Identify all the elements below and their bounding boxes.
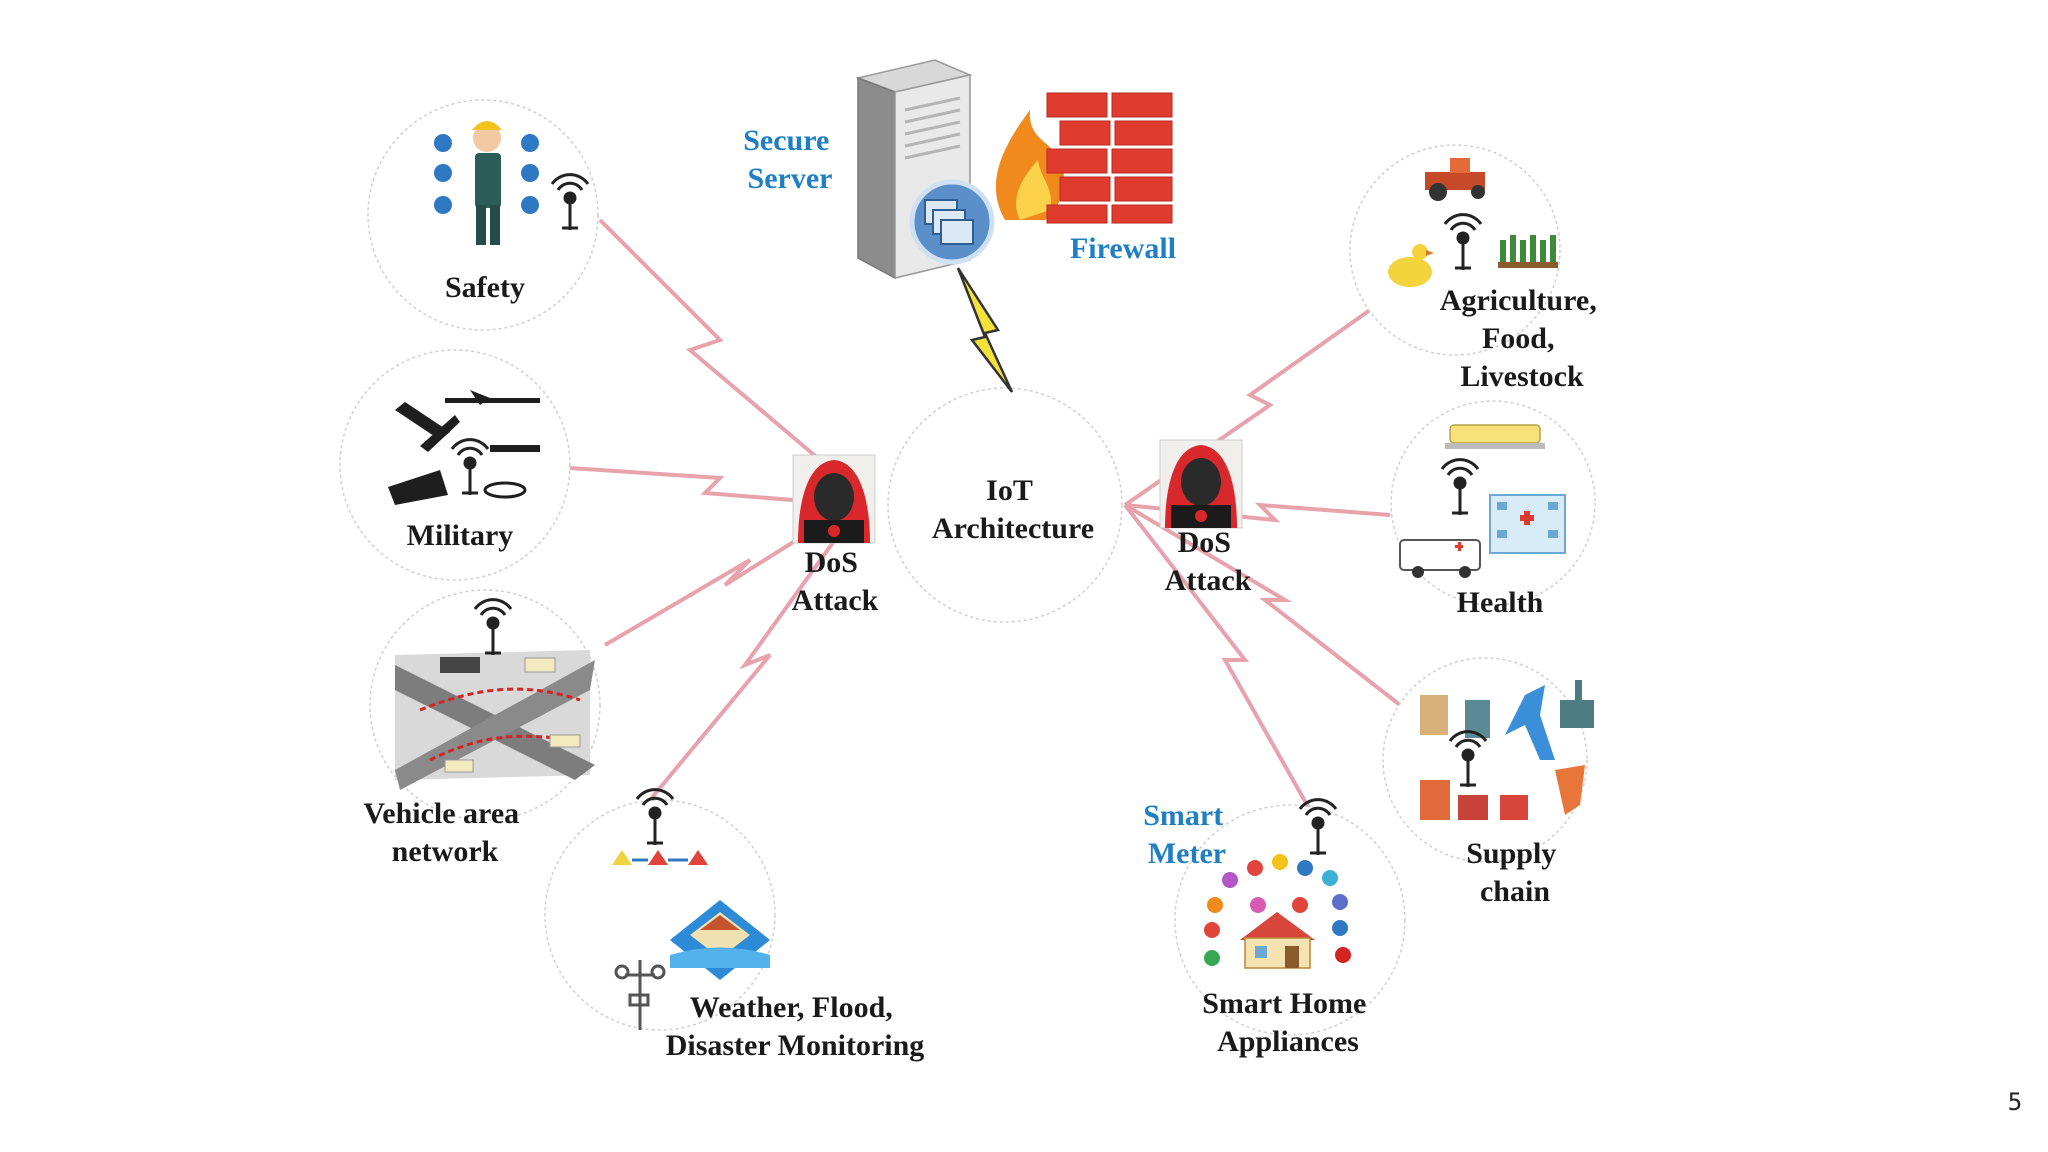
attack-left-label: DoS Attack [792, 546, 879, 617]
circle-smart-home [1174, 804, 1406, 1036]
worker-icon [434, 121, 539, 245]
firewall-icon [995, 92, 1173, 224]
antenna-icon-supply [1448, 730, 1488, 787]
ambulance-icon [1399, 539, 1481, 578]
weather-station-icon [614, 960, 666, 1030]
bolt-smart-home [1123, 503, 1312, 811]
attack-right-label: DoS Attack [1165, 526, 1252, 597]
tractor-icon [1425, 158, 1485, 201]
house-icon [1240, 912, 1315, 969]
attack-links [569, 218, 1402, 811]
sensor-chain-icon [612, 850, 708, 865]
bolt-military [569, 466, 856, 507]
airplane-icon [1505, 685, 1555, 760]
weather-label: Weather, Flood, Disaster Monitoring [666, 991, 925, 1062]
circle-agriculture [1349, 144, 1561, 356]
military-label: Military [407, 519, 514, 552]
lightning-icon [956, 267, 1014, 393]
factory-icon [1560, 680, 1594, 728]
hacker-icon-left [792, 454, 876, 544]
labels: IoT Architecture Secure Server Firewall … [363, 124, 2022, 1116]
antenna-icon-smart-meter [1298, 798, 1338, 855]
smart-meter-label: Smart Meter [1143, 799, 1230, 870]
antenna-icon-safety [550, 173, 590, 230]
hospital-bed-icon [1445, 424, 1545, 449]
bolt-supply [1123, 503, 1402, 707]
antenna-icon-vehicle [473, 598, 513, 655]
hospital-icon [1489, 494, 1566, 554]
safety-label: Safety [445, 271, 525, 304]
circle-supply [1382, 657, 1588, 863]
flood-icon [670, 900, 770, 980]
server-label: Secure Server [743, 124, 837, 195]
smart-home-label: Smart Home Appliances [1202, 987, 1374, 1058]
supply-label: Supply chain [1466, 837, 1564, 908]
antenna-icon-military [450, 438, 490, 495]
antenna-icon-agriculture [1443, 213, 1483, 270]
center-label: IoT Architecture [932, 474, 1094, 545]
vehicle-label: Vehicle area network [363, 797, 526, 868]
drone-icon [388, 390, 540, 505]
firewall-label: Firewall [1070, 232, 1176, 265]
agriculture-label: Agriculture, Food, Livestock [1440, 284, 1604, 393]
bolt-weather [648, 503, 862, 802]
circle-military [339, 349, 571, 581]
server-icon [855, 59, 995, 280]
hacker-icon-right [1159, 439, 1243, 529]
appliance-icons [1204, 854, 1351, 966]
slide-number: 5 [2008, 1088, 2022, 1116]
city-traffic-icon [395, 650, 595, 790]
crops-icon [1498, 235, 1558, 268]
chicken-icon [1388, 244, 1434, 287]
antenna-icon-weather [635, 788, 675, 845]
health-label: Health [1457, 586, 1544, 619]
antenna-icon-health [1440, 458, 1480, 515]
circle-center [887, 387, 1123, 623]
bolt-safety [598, 218, 822, 462]
